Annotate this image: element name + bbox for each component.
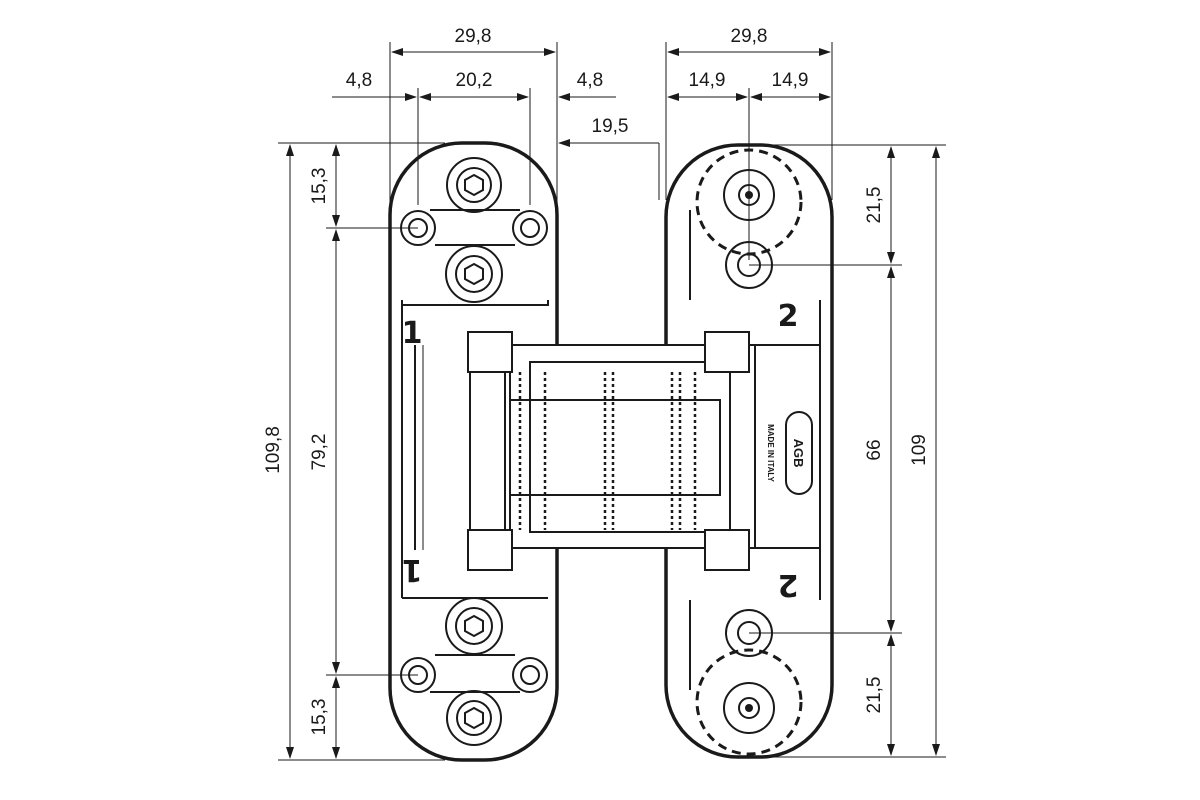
left-bottom-fixing-holes <box>400 657 548 693</box>
dim-gap-offset: 19,5 <box>592 116 629 137</box>
left-top-adjust-screw-icon <box>445 245 503 303</box>
right-bottom-cam-icon <box>695 648 803 756</box>
dim-right-half-right: 14,9 <box>772 70 809 91</box>
dim-right-hole-spacing: 66 <box>864 439 885 460</box>
dim-left-hole-spacing: 79,2 <box>309 434 330 471</box>
right-bottom-fixing-hole <box>725 609 773 657</box>
dim-left-overall-width: 29,8 <box>455 26 492 47</box>
left-top-screw-icon <box>446 157 502 213</box>
right-top-fixing-hole <box>725 241 773 289</box>
part-mark-right-bottom: 2 <box>778 567 799 602</box>
part-mark-left-bottom: 1 <box>402 552 423 587</box>
origin-mark: MADE IN ITALY <box>766 424 775 482</box>
dimension-lines <box>278 42 946 761</box>
part-mark-left-top: 1 <box>402 316 423 351</box>
left-bottom-screw-icon <box>446 690 502 746</box>
dim-left-bottom-offset: 15,3 <box>309 699 330 736</box>
dim-left-total-height: 109,8 <box>263 426 284 474</box>
dim-left-margin-right: 4,8 <box>577 70 603 91</box>
dim-right-overall-width: 29,8 <box>731 26 768 47</box>
dim-left-margin-left: 4,8 <box>346 70 372 91</box>
left-bottom-adjust-screw-icon <box>445 597 503 655</box>
dim-right-total-height: 109 <box>909 434 930 466</box>
right-hinge-plate: 2 2 <box>664 143 834 759</box>
central-link-body: AGB MADE IN ITALY <box>467 331 813 571</box>
brand-mark: AGB <box>791 439 806 468</box>
dim-left-top-offset: 15,3 <box>309 168 330 205</box>
left-top-fixing-holes <box>400 210 548 246</box>
part-mark-right-top: 2 <box>778 299 799 334</box>
agb-logo: AGB <box>785 411 813 495</box>
dim-left-center-width: 20,2 <box>456 70 493 91</box>
dimension-labels: 29,8 4,8 20,2 4,8 19,5 29,8 14,9 14,9 10… <box>263 26 930 735</box>
dim-right-bottom-offset: 21,5 <box>864 677 885 714</box>
dim-right-half-left: 14,9 <box>689 70 726 91</box>
dim-right-top-offset: 21,5 <box>864 187 885 224</box>
